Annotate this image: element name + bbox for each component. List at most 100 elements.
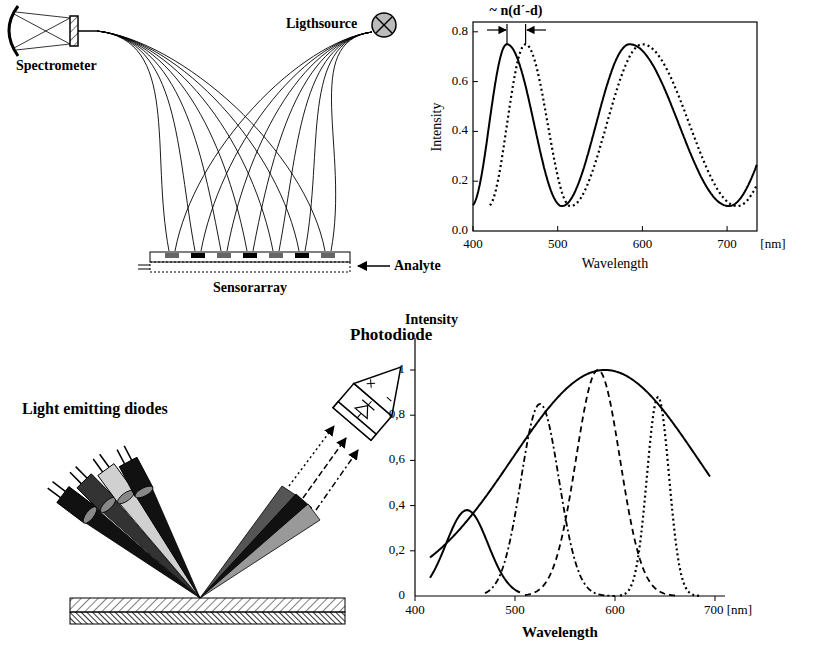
axis-ticks	[410, 370, 715, 601]
tick	[473, 31, 478, 32]
optical-fiber	[227, 32, 372, 251]
sensor-spot	[165, 253, 179, 258]
axis-tick: 600	[605, 603, 625, 617]
intensity-curve	[490, 44, 757, 206]
axis-tick: 400	[463, 237, 483, 251]
axis-title: Wavelength	[522, 624, 598, 641]
optical-fiber	[331, 32, 372, 251]
part-label: Spectrometer	[16, 58, 97, 73]
top-chart-axes	[473, 22, 757, 231]
spectrum-curves	[430, 370, 710, 596]
sensor-spot	[243, 253, 257, 258]
annotation: ~ n(d´-d)	[490, 3, 543, 18]
sample-plate	[70, 598, 345, 624]
axis-tick: 400	[405, 603, 425, 617]
sensor-spot	[269, 253, 283, 258]
tick	[642, 226, 643, 231]
axis-tick: 0,8	[389, 407, 405, 421]
led-lead	[70, 472, 81, 483]
optical-fiber	[175, 32, 372, 251]
tick	[473, 131, 478, 132]
axis-tick: 500	[548, 237, 568, 251]
led-lead	[48, 488, 61, 498]
tick	[557, 226, 558, 231]
optical-fiber	[253, 32, 372, 251]
axis-title: Intensity	[405, 312, 458, 327]
bottom-chart-axes	[415, 338, 725, 596]
tick	[415, 596, 416, 601]
sensor-spots	[165, 253, 335, 258]
intensity-curve	[473, 44, 757, 206]
optical-fiber	[279, 32, 372, 251]
led-lead	[100, 454, 109, 467]
axis-tick: 600	[633, 237, 653, 251]
led-lead	[124, 446, 131, 460]
tick	[410, 415, 415, 416]
axis-tick: 0	[399, 588, 406, 602]
optical-fiber	[97, 31, 169, 251]
axis-tick: 0.4	[452, 123, 468, 137]
axis-tick: 0,2	[389, 543, 405, 557]
part-label: Sensorarray	[213, 280, 287, 295]
axis-tick: 700 [nm]	[704, 603, 752, 617]
axis-tick: 500	[505, 603, 525, 617]
emission-curve	[620, 397, 700, 596]
axis-tick: 0.0	[452, 223, 468, 237]
emission-curve	[430, 370, 710, 558]
optical-fiber	[201, 32, 372, 251]
tick	[473, 226, 474, 231]
interference-curves	[473, 44, 757, 206]
sensor-array	[138, 252, 390, 272]
axis-tick: 1	[399, 362, 406, 376]
tick	[410, 370, 415, 371]
tick	[473, 81, 478, 82]
tick	[410, 505, 415, 506]
fiber-bundle	[97, 31, 372, 251]
part-label: Analyte	[394, 258, 441, 273]
axis-title: Wavelength	[582, 256, 649, 271]
emission-curve	[525, 370, 675, 596]
led-lead	[93, 459, 102, 472]
tick	[410, 460, 415, 461]
tick	[410, 550, 415, 551]
tick	[473, 181, 478, 182]
optical-fiber	[97, 31, 299, 251]
emission-curve	[485, 404, 615, 596]
axis-tick: 700	[717, 237, 737, 251]
light-source	[372, 13, 396, 37]
spectrometer	[9, 6, 97, 56]
optical-fiber	[97, 31, 221, 251]
tick	[515, 596, 516, 601]
optical-fiber	[97, 31, 247, 251]
axis-tick: 0,4	[389, 498, 405, 512]
part-label: Light emitting diodes	[22, 400, 168, 418]
tick	[727, 226, 728, 231]
led-lead	[117, 450, 124, 464]
axis-ticks	[473, 32, 727, 231]
part-label: Ligthsource	[286, 16, 357, 31]
tick	[715, 596, 716, 601]
axis-tick: 0.2	[452, 173, 468, 187]
axis-title: Intensity	[429, 103, 444, 152]
part-label: Photodiode	[350, 326, 432, 345]
sensor-spot	[321, 253, 335, 258]
light-emitting-diodes	[48, 446, 200, 598]
sensor-spot	[217, 253, 231, 258]
reflected-beams	[200, 426, 358, 598]
led-beam	[136, 488, 200, 598]
axis-tick: 0,6	[389, 452, 405, 466]
sensor-spot	[295, 253, 309, 258]
led-lead	[52, 482, 65, 492]
emission-curve	[430, 510, 520, 592]
shift-annotation	[487, 24, 546, 44]
axis-tick: 0.6	[452, 74, 468, 88]
sensor-spot	[191, 253, 205, 258]
led-lead	[76, 467, 87, 478]
optical-fiber	[97, 31, 325, 251]
optical-fiber	[97, 31, 273, 251]
axis-tick: 0.8	[452, 24, 468, 38]
led-lens	[133, 484, 154, 500]
axis-unit: [nm]	[760, 237, 785, 251]
photodiode	[333, 351, 420, 440]
